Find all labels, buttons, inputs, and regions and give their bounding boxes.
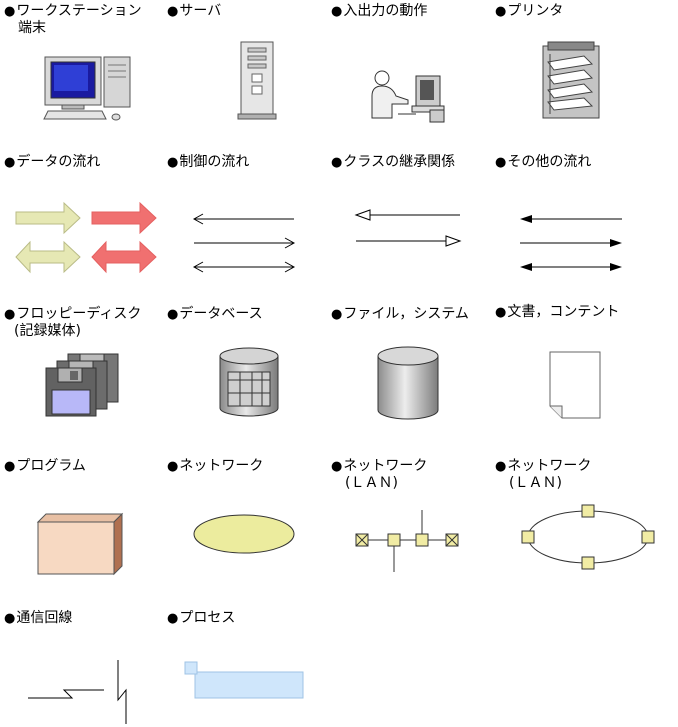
- bullet-icon: ●: [167, 459, 179, 474]
- other-flow-icon: [520, 215, 622, 271]
- process-label: ●プロセス: [167, 610, 236, 626]
- bullet-icon: ●: [4, 155, 16, 170]
- floppy-label: ●フロッピーディスク (記録媒体): [4, 306, 142, 339]
- lan-ring-icon: [521, 504, 655, 570]
- database-label: ●データベース: [167, 306, 263, 322]
- database-icon: [219, 347, 279, 417]
- lan-bus-icon: [355, 510, 459, 572]
- bullet-icon: ●: [331, 459, 343, 474]
- bullet-icon: ●: [495, 155, 507, 170]
- io-operation-icon: [371, 70, 445, 123]
- bullet-icon: ●: [4, 4, 16, 19]
- inheritance-label: ●クラスの継承関係: [331, 154, 456, 170]
- bullet-icon: ●: [495, 459, 507, 474]
- process-icon: [184, 661, 304, 699]
- data-flow-icon: [15, 201, 157, 274]
- program-label: ●プログラム: [4, 458, 86, 474]
- bullet-icon: ●: [167, 307, 179, 322]
- bullet-icon: ●: [4, 459, 16, 474]
- bullet-icon: ●: [167, 4, 179, 19]
- floppy-disk-icon: [45, 353, 119, 417]
- bullet-icon: ●: [167, 155, 179, 170]
- file-system-icon: [377, 346, 439, 420]
- control-flow-label: ●制御の流れ: [167, 154, 250, 170]
- class-inheritance-icon: [354, 209, 462, 247]
- bullet-icon: ●: [4, 611, 16, 626]
- network-label: ●ネットワーク: [167, 458, 264, 474]
- bullet-icon: ●: [331, 4, 343, 19]
- data-flow-label: ●データの流れ: [4, 154, 101, 170]
- bullet-icon: ●: [331, 155, 343, 170]
- bullet-icon: ●: [495, 4, 507, 19]
- bullet-icon: ●: [167, 611, 179, 626]
- communication-line-icon: [28, 660, 127, 724]
- document-icon: [549, 351, 601, 419]
- network-icon: [193, 514, 295, 554]
- bullet-icon: ●: [4, 307, 16, 322]
- server-icon: [237, 41, 277, 120]
- bullet-icon: ●: [331, 307, 343, 322]
- printer-icon: [542, 41, 600, 119]
- file-system-label: ●ファイル，システム: [331, 306, 469, 322]
- workstation-icon: [43, 56, 131, 121]
- lan-bus-label: ●ネットワーク (ＬＡＮ): [331, 458, 428, 491]
- control-flow-icon: [192, 213, 296, 273]
- workstation-label: ●ワークステーション 端末: [4, 3, 142, 36]
- program-icon: [36, 512, 124, 576]
- comm-line-label: ●通信回線: [4, 610, 73, 626]
- server-label: ●サーバ: [167, 3, 222, 19]
- bullet-icon: ●: [495, 305, 507, 320]
- lan-ring-label: ●ネットワーク (ＬＡＮ): [495, 458, 592, 491]
- printer-label: ●プリンタ: [495, 3, 564, 19]
- other-flow-label: ●その他の流れ: [495, 154, 592, 170]
- io-label: ●入出力の動作: [331, 3, 428, 19]
- document-label: ●文書，コンテント: [495, 304, 620, 320]
